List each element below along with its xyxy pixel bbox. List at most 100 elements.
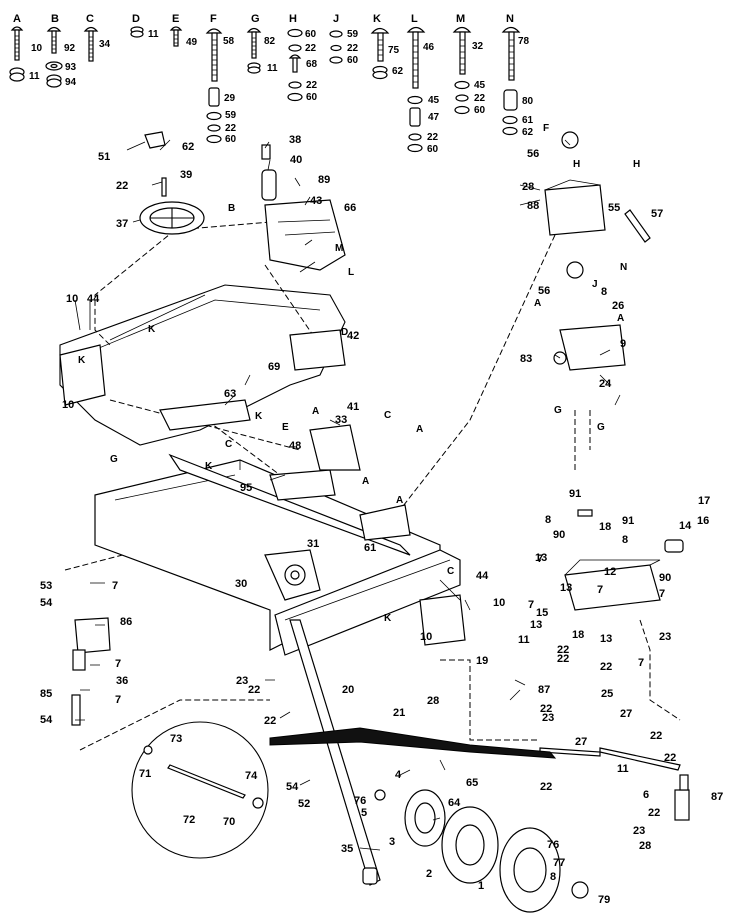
svg-text:45: 45 <box>428 95 440 106</box>
callout-label: K <box>205 461 213 472</box>
callout-label: 87 <box>711 791 723 803</box>
callout-label: 28 <box>522 181 534 193</box>
callout-label: 31 <box>307 538 319 550</box>
callout-label: F <box>543 123 549 134</box>
callout-label: 30 <box>235 578 247 590</box>
hw-g-bolt <box>246 27 262 74</box>
callout-label: 64 <box>448 797 461 809</box>
callout-label: M <box>335 243 343 254</box>
hw-key-n: N <box>506 13 514 25</box>
callout-label: 9 <box>620 338 626 350</box>
callout-label: A <box>312 406 319 417</box>
svg-text:22: 22 <box>347 43 359 54</box>
callout-label: 40 <box>290 154 302 166</box>
callout-label: 22 <box>557 653 569 665</box>
front-wheel <box>404 789 589 913</box>
callout-label: 76 <box>547 839 559 851</box>
callout-label: 76 <box>354 795 366 807</box>
callout-label: K <box>78 355 86 366</box>
callout-label: 13 <box>535 552 547 564</box>
svg-text:61: 61 <box>522 115 534 126</box>
assembly-linework <box>59 131 690 913</box>
callout-label: 42 <box>347 330 359 342</box>
svg-text:60: 60 <box>306 92 318 103</box>
hw-m-stack <box>452 26 472 115</box>
steering-wheel <box>139 131 205 235</box>
callout-label: J <box>592 279 598 290</box>
callout-label: 91 <box>622 515 634 527</box>
callout-label: 56 <box>538 285 550 297</box>
callout-label: 56 <box>527 148 539 160</box>
callout-label: 11 <box>518 634 530 646</box>
callout-label: 22 <box>264 715 276 727</box>
callout-label: 86 <box>120 616 132 628</box>
callout-label: H <box>633 159 640 170</box>
hw-l-stack <box>406 26 426 153</box>
hw-d-nut <box>130 26 144 38</box>
callout-label: 37 <box>116 218 128 230</box>
hw-key-l: L <box>411 13 418 25</box>
callout-label: 16 <box>697 515 709 527</box>
hw-key-m: M <box>456 13 465 25</box>
callout-label: 13 <box>530 619 542 631</box>
callout-label: 10 <box>66 293 78 305</box>
hw-key-g: G <box>251 13 260 25</box>
callout-label: 28 <box>427 695 439 707</box>
callout-label: 53 <box>40 580 52 592</box>
detail-inset <box>131 721 269 859</box>
hw-b-bolt <box>45 26 63 88</box>
callout-label: 23 <box>633 825 645 837</box>
callout-label: 25 <box>601 688 613 700</box>
callout-label: 54 <box>40 597 53 609</box>
svg-text:68: 68 <box>306 59 318 70</box>
svg-text:59: 59 <box>347 29 359 40</box>
callout-label: 62 <box>182 141 194 153</box>
hw-h-stack <box>287 28 303 102</box>
svg-text:22: 22 <box>225 123 237 134</box>
callout-label: 22 <box>557 644 569 656</box>
callout-label: 85 <box>40 688 52 700</box>
callout-label: 72 <box>183 814 195 826</box>
svg-text:22: 22 <box>427 132 439 143</box>
hw-c-bolt <box>83 26 99 62</box>
callout-label: 6 <box>643 789 649 801</box>
callout-label: 87 <box>538 684 550 696</box>
callout-label: 95 <box>240 482 252 494</box>
svg-text:60: 60 <box>225 134 237 145</box>
callout-label: 83 <box>520 353 532 365</box>
callout-label: 28 <box>639 840 651 852</box>
svg-text:29: 29 <box>224 93 236 104</box>
callout-label: 18 <box>572 629 584 641</box>
callout-label: 41 <box>347 401 359 413</box>
svg-text:80: 80 <box>522 96 534 107</box>
callout-label: 10 <box>62 399 74 411</box>
callout-label: 22 <box>600 661 612 673</box>
callout-label: 23 <box>659 631 671 643</box>
callout-label: 7 <box>597 584 603 596</box>
svg-text:45: 45 <box>474 80 486 91</box>
callout-label: A <box>617 313 624 324</box>
svg-text:11: 11 <box>148 29 159 40</box>
callout-label: 65 <box>466 777 478 789</box>
callout-label: G <box>554 405 562 416</box>
hw-j-stack <box>329 30 343 64</box>
svg-text:60: 60 <box>427 144 439 155</box>
svg-text:92: 92 <box>64 43 76 54</box>
callout-label: 54 <box>286 781 299 793</box>
callout-label: 43 <box>310 195 322 207</box>
callout-label: 33 <box>335 414 347 426</box>
callout-label: 7 <box>659 588 665 600</box>
svg-text:22: 22 <box>306 80 318 91</box>
callout-label: 44 <box>476 570 489 582</box>
hw-f-stack <box>205 28 223 144</box>
callout-label: 14 <box>679 520 692 532</box>
svg-text:94: 94 <box>65 77 77 88</box>
svg-text:60: 60 <box>347 55 359 66</box>
callout-label: 91 <box>569 488 581 500</box>
callout-label: A <box>416 424 423 435</box>
callout-label: 10 <box>493 597 505 609</box>
svg-text:32: 32 <box>472 41 484 52</box>
callout-label: A <box>362 476 369 487</box>
